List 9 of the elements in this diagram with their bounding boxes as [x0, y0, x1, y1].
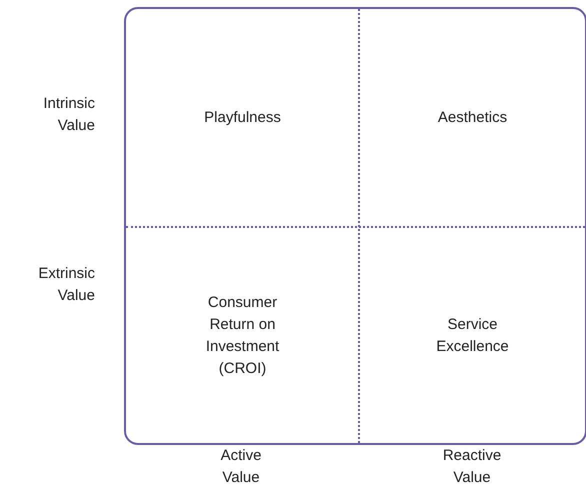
axis-label: Intrinsic Value	[42, 94, 95, 136]
quadrant-label: Service Excellence	[435, 314, 510, 356]
quadrant-label: Consumer Return on Investment (CROI)	[204, 292, 280, 378]
quadrant-label: Playfulness	[204, 108, 281, 128]
axis-label: Active Value	[220, 446, 262, 488]
quadrant-frame	[124, 7, 586, 445]
quadrant-label: Aesthetics	[438, 108, 508, 128]
axis-label: Extrinsic Value	[37, 264, 95, 306]
axis-label: Reactive Value	[442, 446, 502, 488]
